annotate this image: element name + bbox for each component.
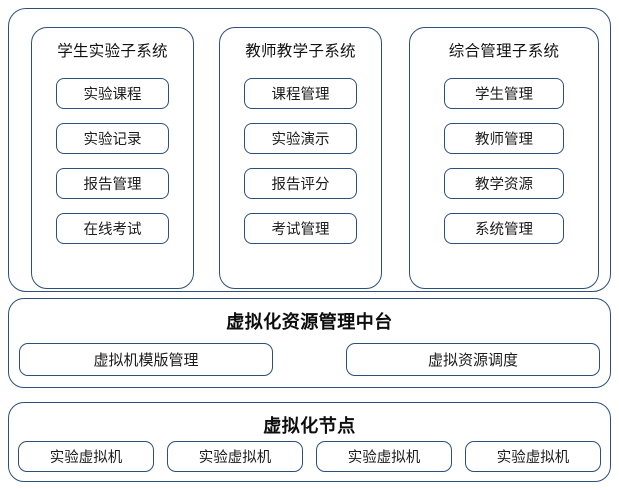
module-button-student-1[interactable]: 实验记录 <box>56 123 169 154</box>
subsystem-column-admin: 综合管理子系统 学生管理 教师管理 教学资源 系统管理 <box>409 27 599 289</box>
module-button-teacher-1[interactable]: 实验演示 <box>244 123 357 154</box>
application-layer-container: 学生实验子系统 实验课程 实验记录 报告管理 在线考试 教师教学子系统 课程管理… <box>8 8 611 292</box>
module-button-teacher-3[interactable]: 考试管理 <box>244 213 357 244</box>
node-button-vm-3[interactable]: 实验虚拟机 <box>465 441 601 472</box>
subsystem-item-list-admin: 学生管理 教师管理 教学资源 系统管理 <box>410 78 598 244</box>
subsystem-column-student: 学生实验子系统 实验课程 实验记录 报告管理 在线考试 <box>31 27 194 289</box>
module-button-student-3[interactable]: 在线考试 <box>56 213 169 244</box>
platform-layer-container: 虚拟化资源管理中台 虚拟机模版管理 虚拟资源调度 <box>8 298 611 388</box>
node-button-vm-2[interactable]: 实验虚拟机 <box>316 441 452 472</box>
node-button-vm-1[interactable]: 实验虚拟机 <box>167 441 303 472</box>
subsystem-item-list-student: 实验课程 实验记录 报告管理 在线考试 <box>32 78 193 244</box>
module-button-student-2[interactable]: 报告管理 <box>56 168 169 199</box>
node-layer-container: 虚拟化节点 实验虚拟机 实验虚拟机 实验虚拟机 实验虚拟机 <box>8 402 611 482</box>
module-button-teacher-0[interactable]: 课程管理 <box>244 78 357 109</box>
subsystem-title-admin: 综合管理子系统 <box>448 42 560 60</box>
subsystem-item-list-teacher: 课程管理 实验演示 报告评分 考试管理 <box>220 78 381 244</box>
module-button-student-0[interactable]: 实验课程 <box>56 78 169 109</box>
platform-button-resource-schedule[interactable]: 虚拟资源调度 <box>346 343 600 376</box>
node-layer-title: 虚拟化节点 <box>263 416 356 437</box>
subsystem-title-student: 学生实验子系统 <box>57 42 168 60</box>
platform-button-vm-template[interactable]: 虚拟机模版管理 <box>19 343 273 376</box>
module-button-admin-0[interactable]: 学生管理 <box>444 78 564 109</box>
node-button-vm-0[interactable]: 实验虚拟机 <box>18 441 154 472</box>
platform-layer-title: 虚拟化资源管理中台 <box>226 312 393 333</box>
module-button-admin-2[interactable]: 教学资源 <box>444 168 564 199</box>
subsystem-column-teacher: 教师教学子系统 课程管理 实验演示 报告评分 考试管理 <box>219 27 382 289</box>
module-button-admin-1[interactable]: 教师管理 <box>444 123 564 154</box>
node-item-list: 实验虚拟机 实验虚拟机 实验虚拟机 实验虚拟机 <box>18 441 601 472</box>
subsystem-title-teacher: 教师教学子系统 <box>245 42 356 60</box>
module-button-admin-3[interactable]: 系统管理 <box>444 213 564 244</box>
platform-item-list: 虚拟机模版管理 虚拟资源调度 <box>19 343 600 376</box>
module-button-teacher-2[interactable]: 报告评分 <box>244 168 357 199</box>
